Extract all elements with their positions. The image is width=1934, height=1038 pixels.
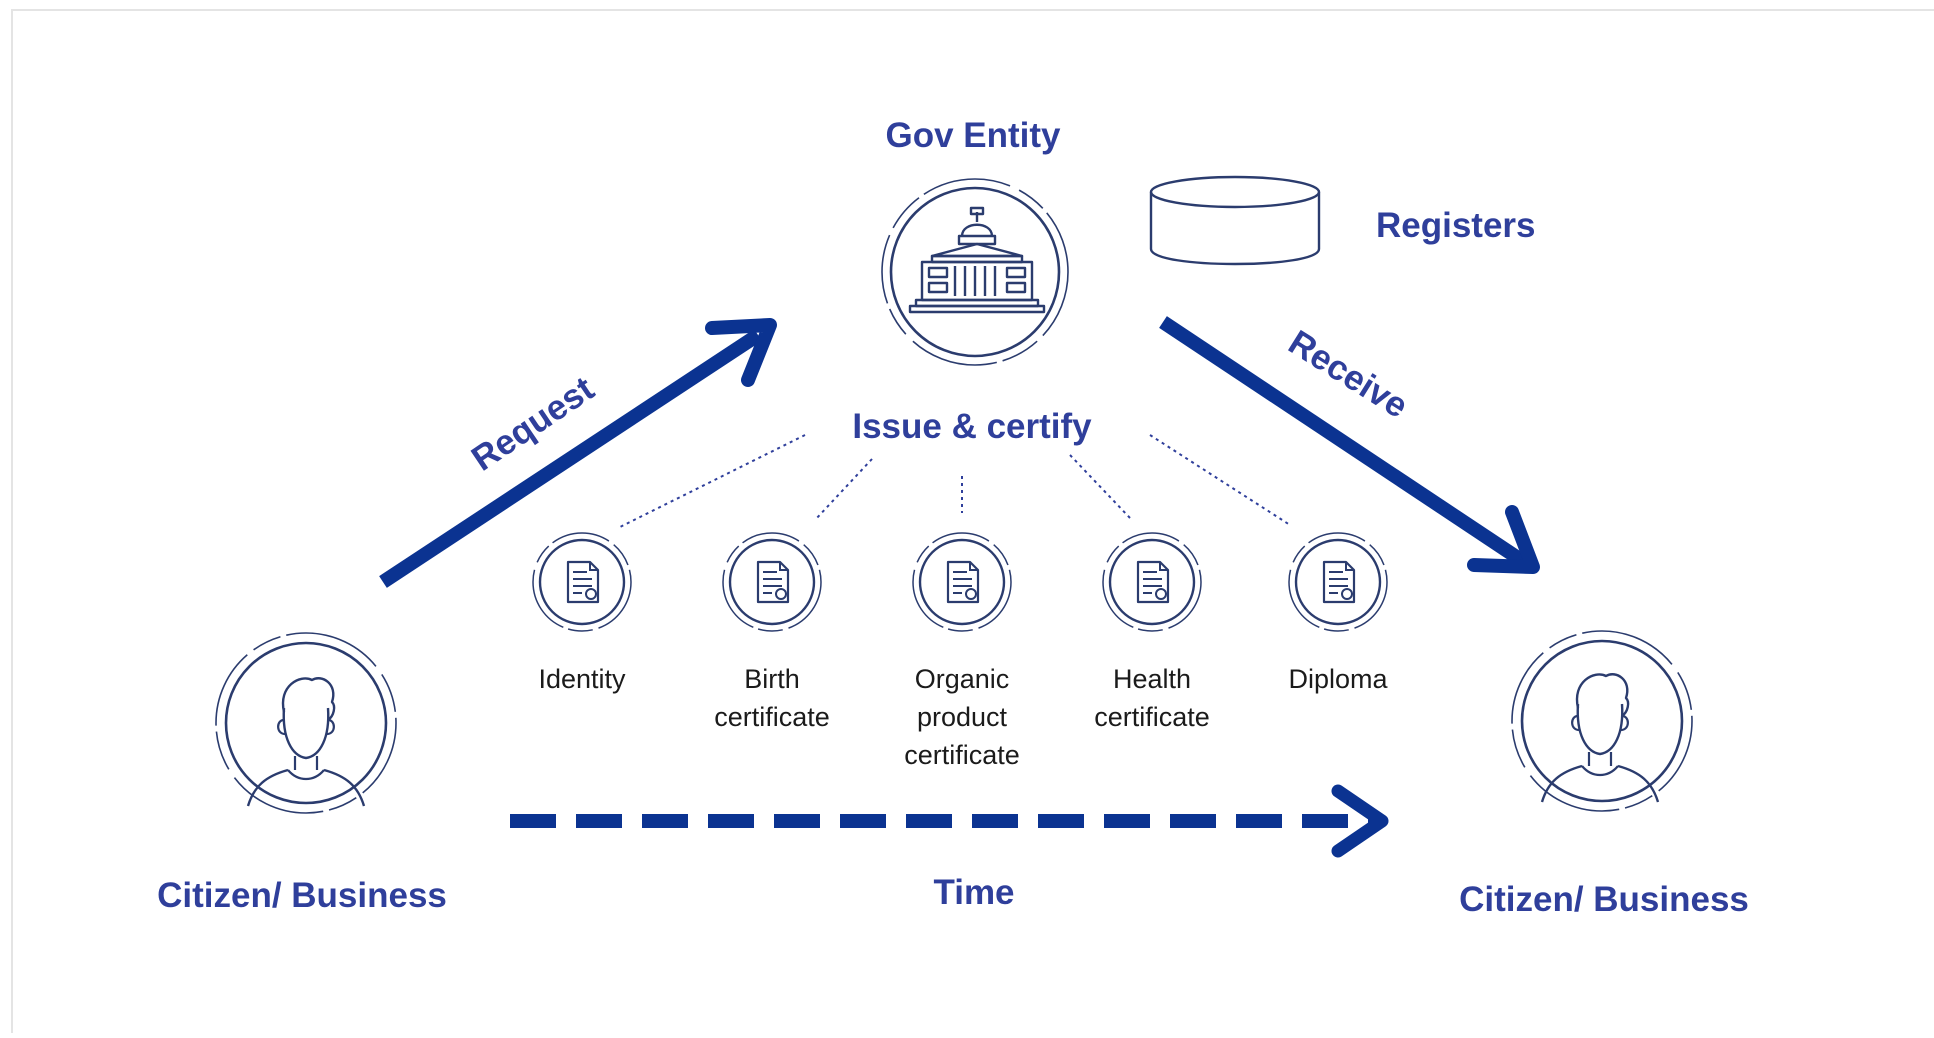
registers-label: Registers xyxy=(1376,206,1536,245)
certificate-document-icon xyxy=(756,560,790,604)
document-label: Identity xyxy=(538,664,626,694)
document-label: Organic product certificate xyxy=(904,664,1020,770)
document-label: Health certificate xyxy=(1094,664,1210,732)
document-label-line: Health xyxy=(1113,664,1191,694)
documents-row: Identity Birth certificate Organic product ce… xyxy=(532,532,1388,770)
document-label-line: certificate xyxy=(904,740,1020,770)
document-label: Diploma xyxy=(1288,664,1388,694)
document-label: Birth certificate xyxy=(714,664,830,732)
page-border xyxy=(11,9,1934,1038)
certificate-document-icon xyxy=(1136,560,1170,604)
request-label: Request xyxy=(465,369,602,479)
document-label-line: Organic xyxy=(915,664,1010,694)
document-label-line: product xyxy=(917,702,1008,732)
document-item: Organic product certificate xyxy=(904,532,1020,770)
gov-entity-node xyxy=(881,178,1069,366)
document-label-line: Identity xyxy=(538,664,626,694)
document-item: Health certificate xyxy=(1094,532,1210,732)
government-building-icon xyxy=(908,206,1046,314)
issue-certify-label: Issue & certify xyxy=(852,407,1092,446)
document-label-line: certificate xyxy=(1094,702,1210,732)
time-arrow xyxy=(510,784,1389,858)
document-label-line: certificate xyxy=(714,702,830,732)
receive-arrow xyxy=(1159,316,1540,574)
certificate-document-icon xyxy=(1322,560,1356,604)
issue-connectors xyxy=(619,434,1291,528)
certificate-document-icon xyxy=(566,560,600,604)
person-avatar-icon xyxy=(1540,673,1660,804)
document-label-line: Birth xyxy=(744,664,800,694)
citizen-left-label: Citizen/ Business xyxy=(157,876,447,915)
document-item: Diploma xyxy=(1288,532,1388,694)
person-avatar-icon xyxy=(246,677,366,808)
citizen-left-node xyxy=(215,632,397,814)
gov-entity-title: Gov Entity xyxy=(885,116,1061,155)
time-label: Time xyxy=(933,873,1014,912)
document-label-line: Diploma xyxy=(1288,664,1388,694)
certificate-document-icon xyxy=(946,560,980,604)
citizen-right-label: Citizen/ Business xyxy=(1459,880,1749,919)
database-cylinder-icon xyxy=(1149,175,1321,266)
document-item: Birth certificate xyxy=(714,532,830,732)
document-item: Identity xyxy=(532,532,632,694)
citizen-right-node xyxy=(1511,630,1693,812)
request-arrow xyxy=(379,318,777,588)
